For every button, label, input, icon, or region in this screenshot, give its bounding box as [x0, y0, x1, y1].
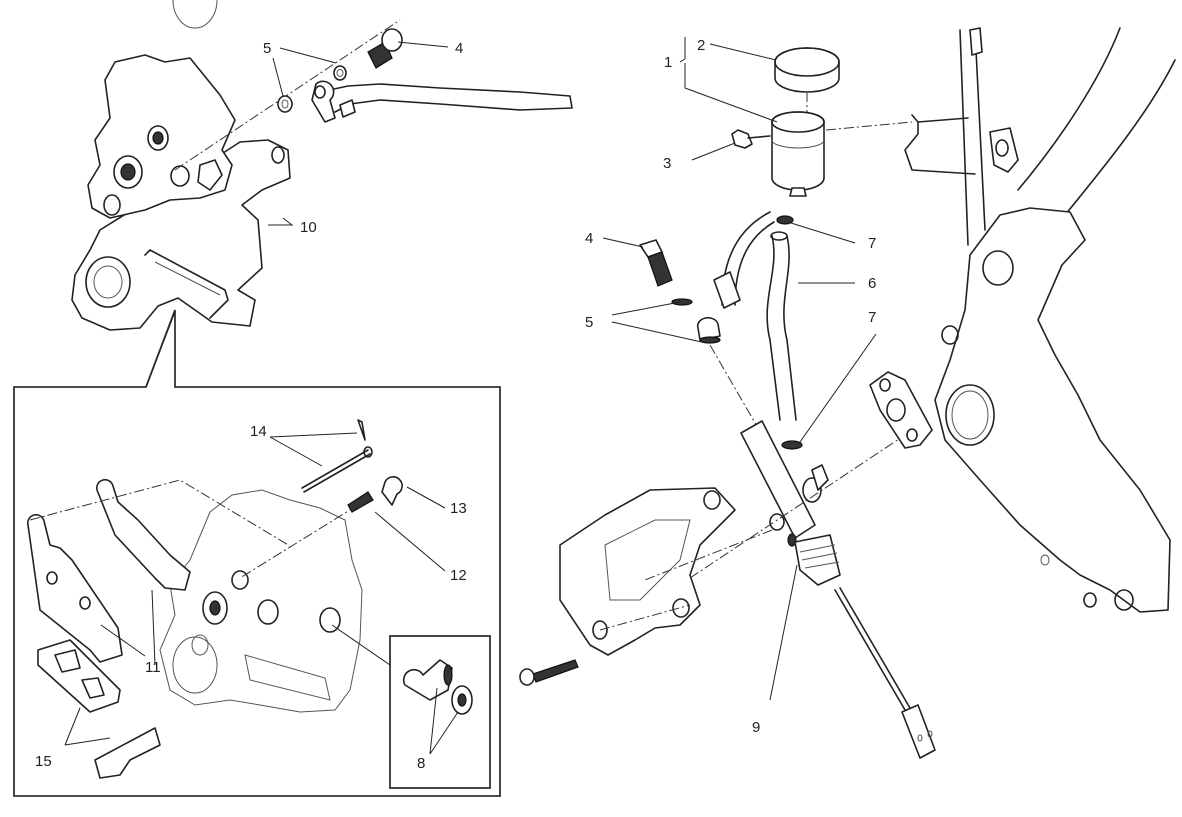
callout-5: 5: [263, 40, 271, 57]
callout-5: 5: [585, 314, 593, 331]
caliper-hose-assembly: [277, 28, 573, 123]
callout-7: 7: [868, 309, 876, 326]
master-cylinder-assembly: [519, 211, 936, 759]
callout-10: 10: [300, 219, 317, 236]
callout-labels: 4 5 10 2 1 3 4 5 7 6 7 9 14 13 12 11 15 …: [35, 37, 876, 772]
rear-brake-caliper: [71, 19, 401, 331]
callout-4: 4: [585, 230, 593, 247]
callout-1: 1: [664, 54, 672, 71]
callout-12: 12: [450, 567, 467, 584]
callout-9: 9: [752, 719, 760, 736]
callout-6: 6: [868, 275, 876, 292]
caliper-detail-inset: [13, 0, 501, 797]
callout-15: 15: [35, 753, 52, 770]
callout-14: 14: [250, 423, 267, 440]
callout-13: 13: [450, 500, 467, 517]
callout-11: 11: [145, 659, 161, 676]
callout-4: 4: [455, 40, 463, 57]
frame-section: [869, 27, 1176, 613]
leader-lines: [64, 37, 877, 755]
callout-7: 7: [868, 235, 876, 252]
brake-fluid-reservoir: [731, 47, 976, 197]
callout-2: 2: [697, 37, 705, 54]
callout-3: 3: [663, 155, 671, 172]
callout-8: 8: [417, 755, 425, 772]
